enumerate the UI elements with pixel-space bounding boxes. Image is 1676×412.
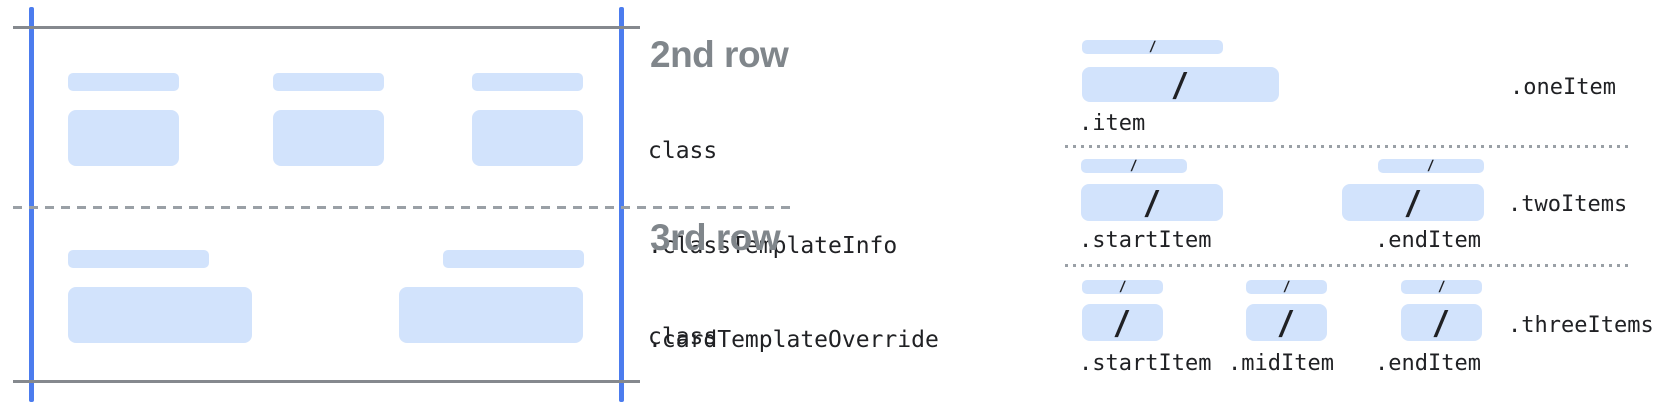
top-boundary-line: [13, 26, 640, 29]
code-path-line: class: [648, 324, 718, 350]
field-value-bar: [472, 110, 583, 166]
item-value-bar: /: [1342, 183, 1484, 222]
item-label-bar: /: [1401, 279, 1482, 295]
layout-name-label: .oneItem: [1510, 75, 1616, 100]
item-label-bar: /: [1378, 158, 1484, 174]
third-row-class-path: class .classTemplateInfo .cardTemplateOv…: [648, 259, 980, 412]
field-value-bar: [399, 287, 583, 343]
code-path-line: .cardTemplateOverride: [648, 327, 939, 353]
item-label-bar: /: [1246, 279, 1327, 295]
item-value-bar: /: [1082, 303, 1163, 342]
item-name-label: .startItem: [1079, 351, 1212, 376]
field-label-bar: [273, 73, 384, 91]
field-label-bar: [443, 250, 584, 268]
item-label-bar: /: [1081, 158, 1187, 174]
slash-placeholder: /: [1427, 158, 1435, 174]
slash-placeholder: /: [1119, 279, 1126, 295]
slash-placeholder: /: [1149, 39, 1156, 55]
slash-placeholder: /: [1143, 183, 1161, 222]
item-label-bar: /: [1082, 279, 1163, 295]
bottom-boundary-line: [13, 380, 640, 383]
slash-placeholder: /: [1283, 279, 1290, 295]
item-value-bar: /: [1081, 183, 1223, 222]
row-divider-dashed-line: [13, 206, 797, 209]
field-value-bar: [68, 110, 179, 166]
field-value-bar: [68, 287, 252, 343]
second-row-heading: 2nd row: [650, 34, 789, 75]
layout-name-label: .twoItems: [1508, 192, 1628, 217]
code-path-line: class: [648, 138, 718, 164]
layout-name-label: .threeItems: [1508, 313, 1654, 338]
item-label-bar: /: [1082, 39, 1223, 55]
slash-placeholder: /: [1278, 303, 1295, 342]
item-value-bar: /: [1246, 303, 1327, 342]
field-label-bar: [68, 250, 209, 268]
item-name-label: .startItem: [1079, 228, 1212, 253]
slash-placeholder: /: [1114, 303, 1131, 342]
slash-placeholder: /: [1172, 65, 1189, 104]
slash-placeholder: /: [1404, 183, 1422, 222]
left-guide-line: [29, 7, 34, 402]
field-label-bar: [68, 73, 179, 91]
slash-placeholder: /: [1438, 279, 1445, 295]
item-name-label: .item: [1079, 111, 1146, 136]
field-label-bar: [472, 73, 583, 91]
layout-divider-dotted-line: [1065, 264, 1630, 267]
layout-divider-dotted-line: [1065, 145, 1630, 148]
right-guide-line: [619, 7, 624, 402]
item-value-bar: /: [1401, 303, 1482, 342]
slash-placeholder: /: [1433, 303, 1450, 342]
item-name-label: .endItem: [1375, 351, 1481, 376]
third-row-heading: 3rd row: [650, 217, 781, 258]
second-row-class-path: class .classTemplateInfo .cardTemplateOv…: [648, 73, 980, 412]
code-path-line: .classTemplateInfo: [648, 232, 898, 259]
item-value-bar: /: [1082, 65, 1279, 104]
item-name-label: .endItem: [1375, 228, 1481, 253]
field-value-bar: [273, 110, 384, 166]
slash-placeholder: /: [1130, 158, 1138, 174]
item-name-label: .midItem: [1228, 351, 1334, 376]
